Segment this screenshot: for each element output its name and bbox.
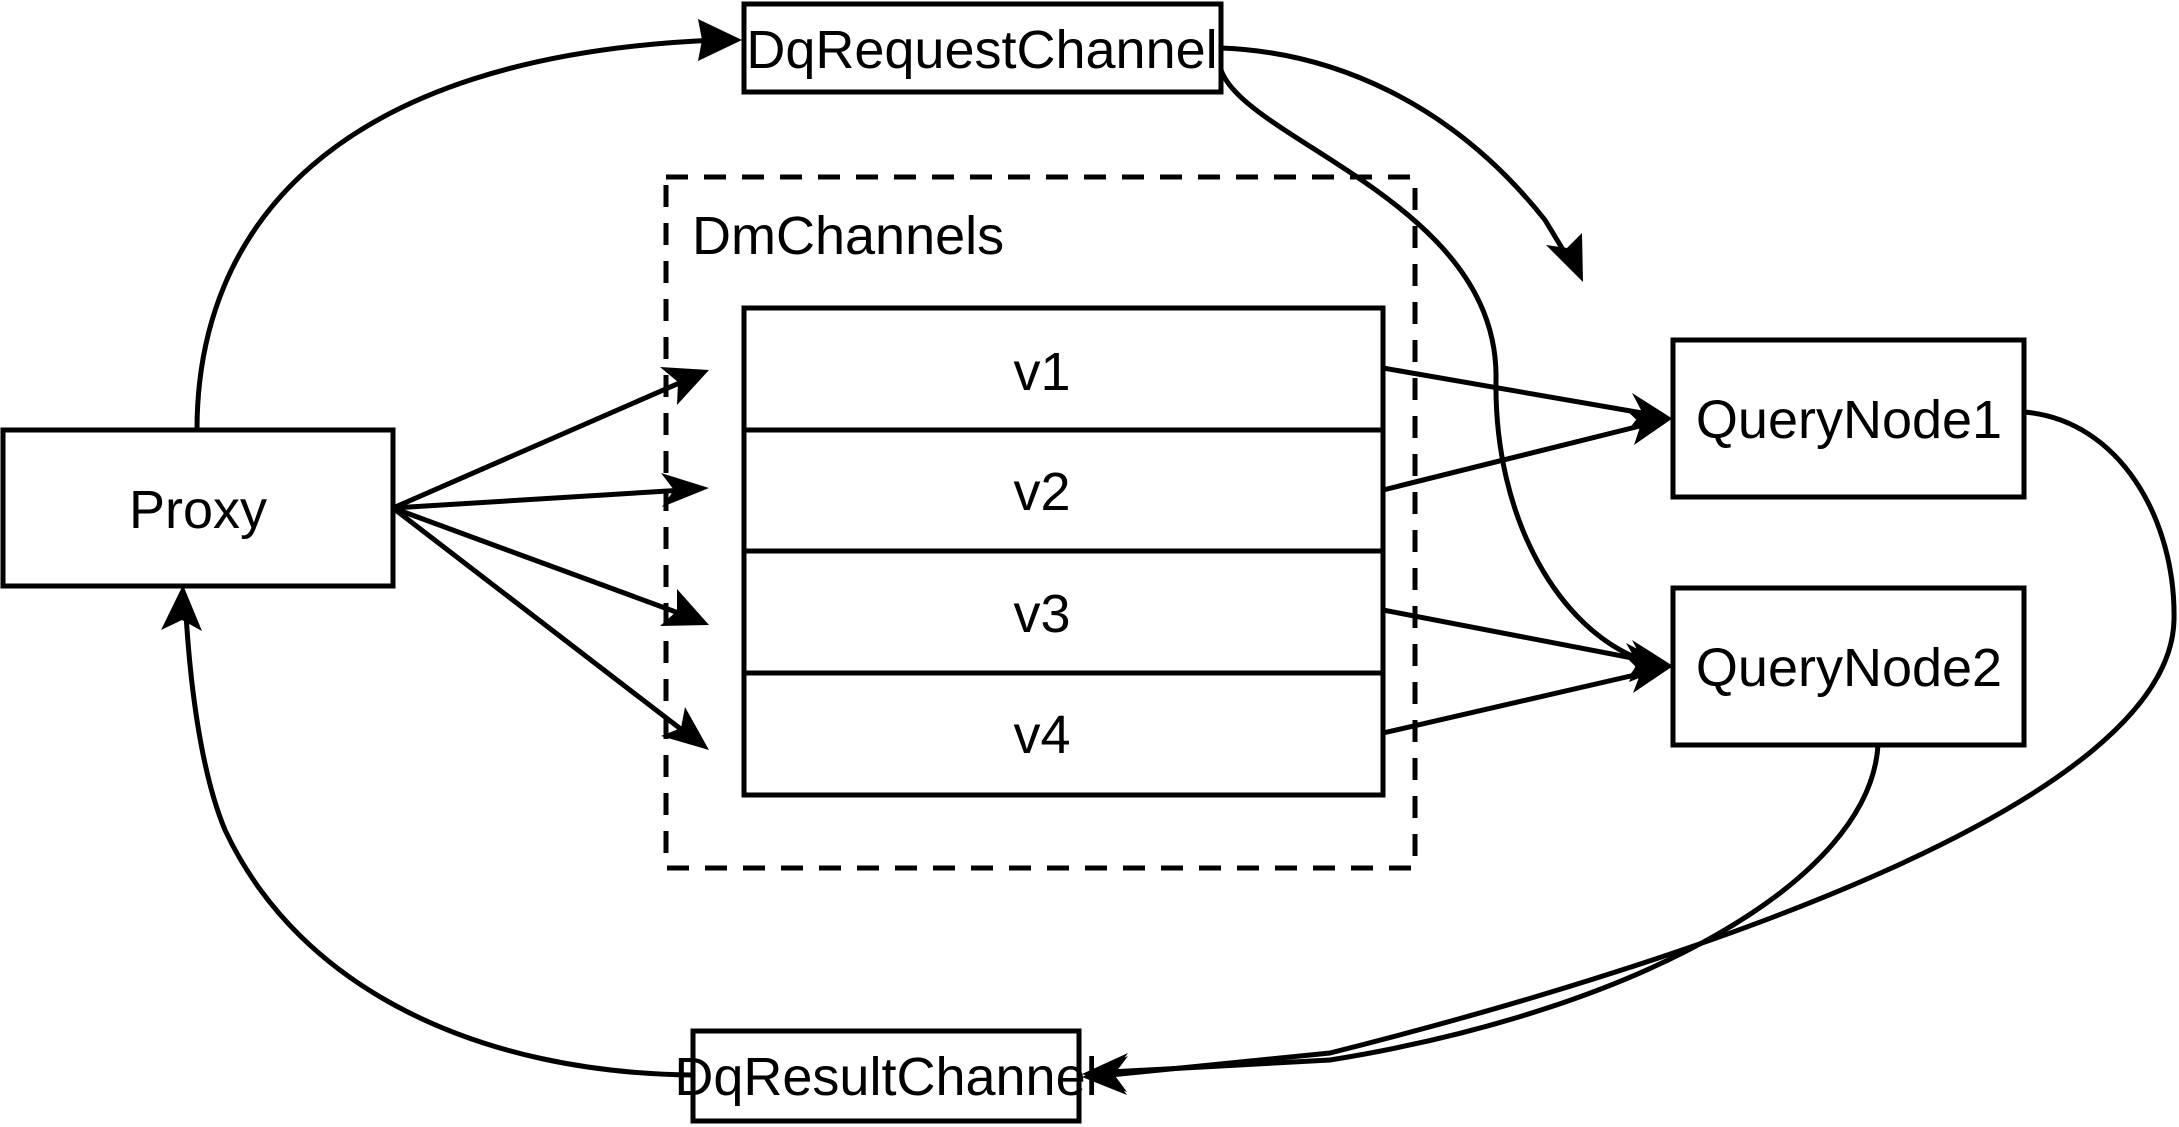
table-row-v2: v2	[1013, 462, 1070, 522]
arrowhead-icon	[1625, 409, 1673, 445]
table-row-v4: v4	[1013, 705, 1070, 765]
arrowhead-icon	[661, 707, 709, 750]
edge-v2-to-querynode1	[1382, 409, 1673, 493]
arrowhead-icon	[698, 19, 742, 61]
node-query-node-1-label: QueryNode1	[1696, 390, 2002, 450]
edge-proxy-to-v2	[392, 473, 709, 511]
node-proxy[interactable]: Proxy	[0, 427, 396, 589]
node-query-node-2[interactable]: QueryNode2	[1670, 585, 2027, 748]
node-dq-result-channel-label: DqResultChannel	[674, 1047, 1097, 1107]
edge-proxy-to-v1	[392, 367, 709, 511]
arrowhead-icon	[660, 589, 709, 626]
table-row-v1: v1	[1013, 342, 1070, 402]
edge-dqresultchannel-to-proxy	[161, 585, 694, 1078]
edge-proxy-to-dqrequestchannel	[194, 19, 742, 431]
node-query-node-1[interactable]: QueryNode1	[1670, 337, 2027, 500]
edge-dqrequestchannel-to-querynode1	[1220, 45, 1583, 282]
edge-proxy-to-v4	[391, 506, 709, 750]
arrowhead-icon	[660, 367, 709, 405]
edge-querynode2-to-dqresultchannel	[1082, 744, 1881, 1092]
node-proxy-label: Proxy	[129, 480, 267, 540]
edge-v1-to-querynode1	[1382, 365, 1673, 429]
node-query-node-2-label: QueryNode2	[1696, 638, 2002, 698]
table-row-v3: v3	[1013, 584, 1070, 644]
edge-v3-to-querynode2	[1382, 607, 1673, 676]
arrowhead-icon	[1082, 1053, 1128, 1092]
dmchannels-group: DmChannels	[663, 174, 1418, 871]
arrowhead-icon	[161, 585, 202, 631]
node-dq-request-channel-label: DqRequestChannel	[746, 20, 1217, 80]
edge-v4-to-querynode2	[1382, 657, 1673, 736]
arrowhead-icon	[661, 473, 709, 507]
dmchannels-group-label: DmChannels	[692, 206, 1004, 266]
edge-proxy-to-v3	[392, 505, 709, 626]
node-dq-request-channel[interactable]: DqRequestChannel	[741, 1, 1224, 95]
arrowhead-icon	[1626, 657, 1673, 693]
arrowhead-icon	[1546, 233, 1583, 282]
node-dq-result-channel[interactable]: DqResultChannel	[674, 1028, 1098, 1124]
dmchannels-table: v1 v2 v3 v4	[741, 305, 1386, 798]
